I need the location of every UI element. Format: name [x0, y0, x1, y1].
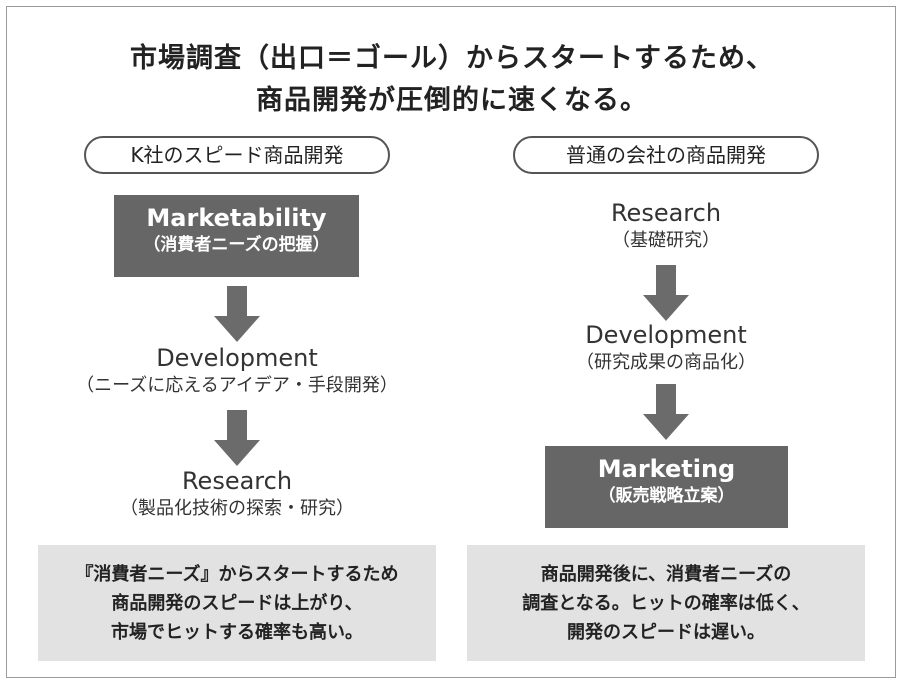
- left-step-development: Development （ニーズに応えるアイデア・手段開発）: [40, 343, 434, 399]
- left-step3-jp: （製品化技術の探索・研究）: [120, 498, 354, 519]
- right-step1-jp: （基礎研究）: [612, 230, 720, 251]
- left-step3-en: Research: [181, 467, 293, 495]
- right-step-research: Research （基礎研究）: [500, 198, 832, 254]
- right-note-line-2: 調査となる。ヒットの確率は低く、: [522, 593, 810, 614]
- right-step-development: Development （研究成果の商品化）: [500, 320, 832, 376]
- right-note-line-3: 開発のスピードは遅い。: [567, 622, 765, 643]
- right-step3-en: Marketing: [597, 455, 736, 483]
- right-summary-note: 商品開発後に、消費者ニーズの 調査となる。ヒットの確率は低く、 開発のスピードは…: [467, 545, 865, 661]
- down-arrow-icon: [643, 384, 689, 440]
- right-step2-en: Development: [585, 321, 747, 349]
- left-column-header: K社のスピード商品開発: [84, 136, 390, 174]
- down-arrow-icon: [643, 265, 689, 321]
- left-step2-en: Development: [156, 344, 318, 372]
- left-note-line-3: 市場でヒットする確率も高い。: [111, 622, 363, 643]
- left-step1-jp: （消費者ニーズの把握）: [143, 235, 330, 255]
- title-line-2: 商品開発が圧倒的に速くなる。: [256, 85, 648, 116]
- title-line-1: 市場調査（出口＝ゴール）からスタートするため、: [130, 43, 774, 74]
- down-arrow-icon: [214, 286, 260, 342]
- right-step2-jp: （研究成果の商品化）: [576, 352, 756, 373]
- down-arrow-icon: [214, 410, 260, 466]
- right-step1-en: Research: [610, 199, 722, 227]
- left-step2-jp: （ニーズに応えるアイデア・手段開発）: [76, 375, 398, 396]
- right-note-line-1: 商品開発後に、消費者ニーズの: [540, 564, 792, 585]
- left-note-line-1: 『消費者ニーズ』からスタートするため: [75, 564, 399, 585]
- left-summary-note: 『消費者ニーズ』からスタートするため 商品開発のスピードは上がり、 市場でヒット…: [38, 545, 436, 661]
- right-step-marketing: Marketing （販売戦略立案）: [545, 446, 788, 528]
- left-step1-en: Marketability: [146, 204, 327, 232]
- left-step-marketability: Marketability （消費者ニーズの把握）: [114, 195, 359, 277]
- right-column-header: 普通の会社の商品開発: [513, 136, 819, 174]
- left-step-research: Research （製品化技術の探索・研究）: [40, 466, 434, 522]
- right-step3-jp: （販売戦略立案）: [598, 486, 735, 506]
- left-note-line-2: 商品開発のスピードは上がり、: [111, 593, 363, 614]
